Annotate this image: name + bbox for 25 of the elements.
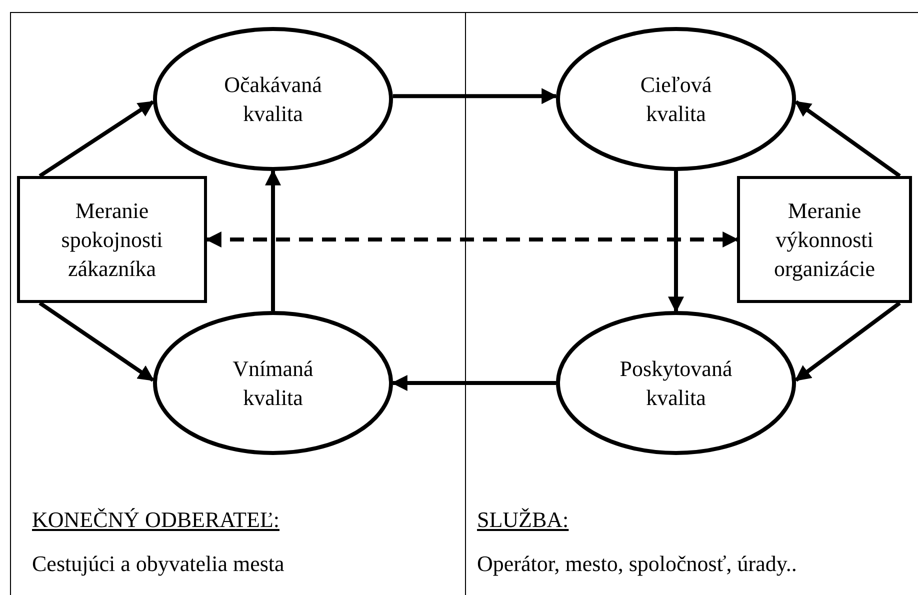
arrow — [794, 301, 901, 382]
node-label: Cieľová kvalita — [639, 71, 713, 128]
section-heading: SLUŽBA: — [477, 506, 569, 534]
section-note: Operátor, mesto, spoločnosť, úrady.. — [477, 550, 797, 578]
arrow — [794, 100, 901, 178]
node-label: Poskytovaná kvalita — [618, 355, 734, 412]
arrow — [38, 301, 154, 382]
node-label: Meranie výkonnosti organizácie — [773, 197, 876, 283]
section-note: Cestujúci a obyvatelia mesta — [32, 550, 284, 578]
node-label: Vnímaná kvalita — [232, 355, 314, 412]
ellipse-node — [556, 27, 796, 171]
arrow — [38, 100, 154, 178]
arrow — [391, 375, 556, 391]
process-box — [17, 176, 207, 303]
dashed-arrow — [205, 232, 739, 248]
arrow — [668, 171, 684, 313]
ellipse-node — [153, 311, 393, 455]
ellipse-node — [153, 27, 393, 171]
section-heading: KONEČNÝ ODBERATEĽ: — [32, 506, 280, 534]
arrow — [265, 169, 281, 311]
node-label: Očakávaná kvalita — [223, 71, 323, 128]
ellipse-node — [556, 311, 796, 455]
arrow — [393, 88, 558, 104]
process-box — [737, 176, 912, 303]
node-label: Meranie spokojnosti zákazníka — [60, 197, 164, 283]
